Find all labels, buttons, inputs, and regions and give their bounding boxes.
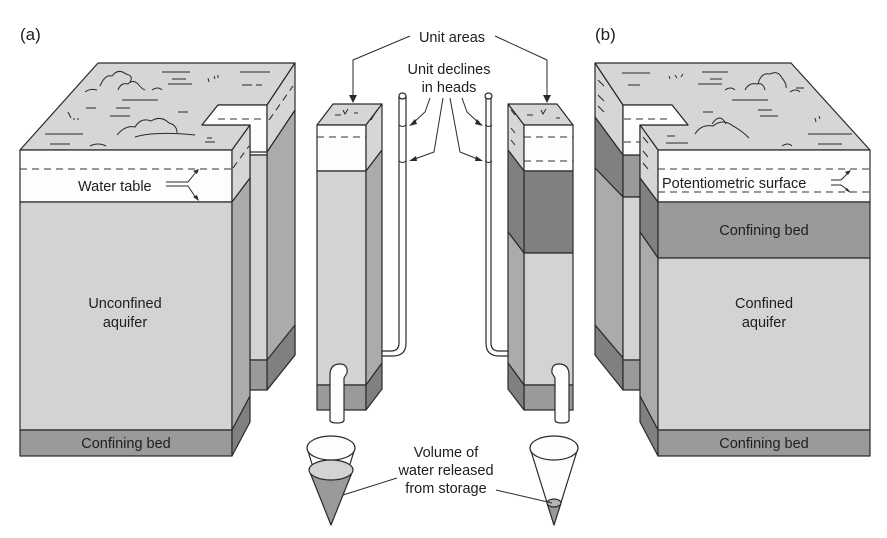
col-left-aquifer: [316, 170, 367, 386]
potentiometric-surface-label: Potentiometric surface: [662, 176, 806, 192]
panel-a-front-side-aquifer: [231, 177, 251, 431]
panel-b-upper-confining-bed: [657, 201, 871, 259]
col-right-side-bottom: [507, 362, 525, 411]
cone-left: [306, 435, 356, 526]
col-left-outlet-pipe: [329, 363, 348, 424]
panel-a-label: (a): [20, 25, 41, 44]
panel-a-front-side-dash: [232, 145, 250, 169]
unit-declines-label-1: Unit declines: [407, 62, 490, 78]
confined-aquifer-label-2: aquifer: [742, 315, 787, 331]
confined-aquifer-label-1: Confined: [735, 296, 793, 312]
panel-b-bottom-confining-label: Confining bed: [719, 436, 809, 452]
panel-b-back-aquifer-face: [622, 196, 641, 361]
unit-column-unconfined: [316, 92, 407, 424]
panel-b-block: [594, 62, 871, 457]
water-table-label: Water table: [78, 179, 152, 195]
col-right-confining-top: [523, 170, 574, 254]
panel-a-confining-bed-label: Confining bed: [81, 436, 171, 452]
panel-b-upper-confining-label: Confining bed: [719, 223, 809, 239]
unit-column-confined: [484, 92, 574, 424]
unit-areas-label: Unit areas: [419, 30, 485, 46]
panel-b-back-confining-face: [622, 154, 641, 198]
col-right-side-aquifer: [507, 231, 525, 386]
col-right-standpipe: [485, 96, 509, 357]
col-right-outlet-pipe: [551, 363, 570, 424]
panel-b-surface-texture: [604, 71, 852, 147]
unit-declines-label-2: in heads: [422, 80, 477, 96]
volume-label-2: water released: [397, 463, 493, 479]
col-left-side-aquifer: [365, 149, 383, 386]
panel-b-label: (b): [595, 25, 616, 44]
panel-a-confining-bed: [19, 429, 233, 457]
col-left-side-confining: [365, 362, 383, 411]
unconfined-aquifer-label-2: aquifer: [103, 315, 148, 331]
col-left-standpipe-top: [398, 92, 407, 100]
panel-a-block: [19, 62, 296, 457]
col-left-standpipe: [381, 96, 407, 357]
panel-b-back-bottom-face: [622, 359, 641, 391]
panel-a-back-aquifer-face: [249, 154, 268, 361]
unconfined-aquifer-label-1: Unconfined: [88, 296, 161, 312]
panel-a-back-side-dash: [268, 85, 294, 121]
volume-label-3: from storage: [405, 481, 486, 497]
potentiometric-callout: [831, 170, 851, 193]
cone-right: [529, 435, 579, 526]
col-left-white: [316, 124, 367, 172]
col-right-standpipe-top: [484, 92, 493, 100]
panel-b-confined-aquifer: [657, 257, 871, 431]
panel-a-back-top-side: [266, 62, 296, 153]
volume-label-1: Volume of: [414, 445, 479, 461]
panel-a-surface-texture: [45, 70, 270, 147]
panel-a-back-confining-face: [249, 359, 268, 391]
panel-b-unsaturated-zone: [657, 149, 871, 203]
panel-a-front-side-confining: [231, 395, 251, 457]
water-table-callout: [166, 169, 199, 201]
col-right-white: [523, 124, 574, 172]
panel-b-bottom-confining-bed: [657, 429, 871, 457]
center-leaders: [342, 35, 553, 504]
